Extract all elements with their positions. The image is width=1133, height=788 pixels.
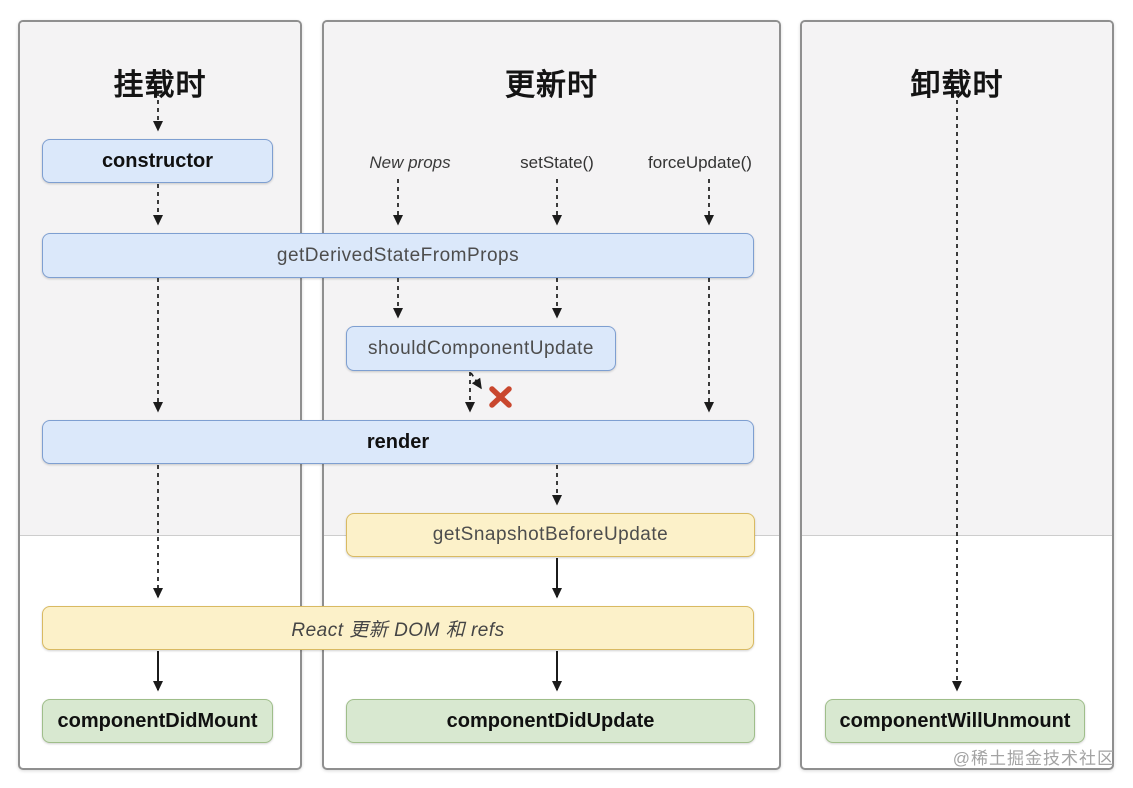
node-component-did-mount: componentDidMount <box>42 699 273 743</box>
node-gdsfp-label: getDerivedStateFromProps <box>276 244 520 266</box>
node-constructor: constructor <box>42 139 273 183</box>
node-render: render <box>42 420 754 464</box>
node-constructor-label: constructor <box>101 149 214 172</box>
node-react-updates-dom-label: React 更新 DOM 和 refs <box>291 619 505 641</box>
node-render-label: render <box>366 430 430 453</box>
panel-unmounting: 卸载时 <box>800 20 1114 770</box>
panel-updating: 更新时 <box>322 20 781 770</box>
node-scu-label: shouldComponentUpdate <box>368 337 594 359</box>
trigger-new-props: New props <box>369 153 451 172</box>
node-react-updates-dom: React 更新 DOM 和 refs <box>42 606 754 650</box>
node-component-did-update: componentDidUpdate <box>346 699 755 743</box>
panel-mounting-title: 挂载时 <box>113 69 207 102</box>
node-gsbu-label: getSnapshotBeforeUpdate <box>432 524 669 545</box>
trigger-set-state: setState() <box>520 153 594 172</box>
panel-updating-title: 更新时 <box>505 69 598 102</box>
juejin-watermark: @稀土掘金技术社区 <box>952 749 1115 768</box>
node-get-snapshot-before-update: getSnapshotBeforeUpdate <box>346 513 755 557</box>
panel-mounting: 挂载时 <box>18 20 302 770</box>
trigger-force-update: forceUpdate() <box>648 153 752 172</box>
panel-unmounting-title: 卸载时 <box>910 69 1004 102</box>
node-cdu-label: componentDidUpdate <box>446 709 655 732</box>
node-cwu-label: componentWillUnmount <box>839 709 1071 732</box>
node-should-component-update: shouldComponentUpdate <box>346 326 616 371</box>
node-cdm-label: componentDidMount <box>57 709 258 732</box>
node-get-derived-state-from-props: getDerivedStateFromProps <box>42 233 754 278</box>
node-component-will-unmount: componentWillUnmount <box>825 699 1085 743</box>
